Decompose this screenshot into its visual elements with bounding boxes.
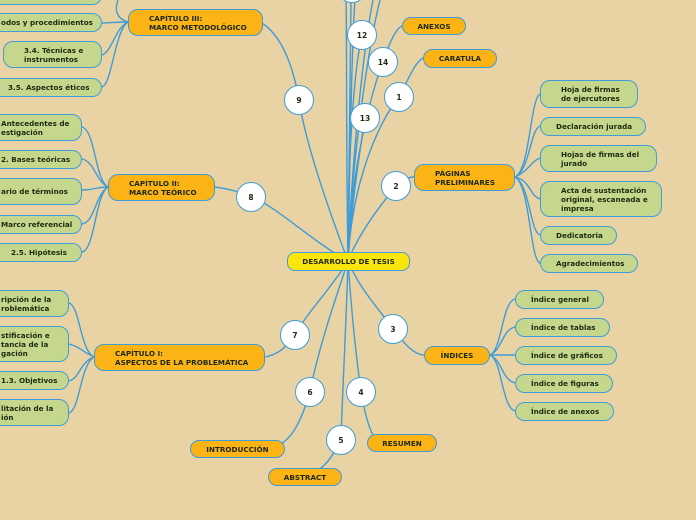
- subtopic-delimitacion[interactable]: litación de la ión: [0, 399, 69, 426]
- subtopic-descripcion-problematica[interactable]: ripción de la roblemática: [0, 290, 69, 317]
- topic-caratula[interactable]: CARATULA: [423, 49, 497, 68]
- subtopic-glosario-terminos[interactable]: ario de términos: [0, 178, 82, 205]
- topic-capitulo-2[interactable]: CAPÍTULO II: MARCO TEÓRICO: [108, 174, 215, 201]
- edge-center-9: [298, 99, 349, 262]
- subtopic-antecedentes[interactable]: Antecedentes de estigación: [0, 114, 82, 141]
- topic-indices[interactable]: ÍNDICES: [424, 346, 490, 365]
- edge-center-6: [309, 260, 349, 393]
- subtopic-indice-anexos[interactable]: Índice de anexos: [515, 402, 614, 421]
- number-badge-13[interactable]: 13: [350, 103, 380, 133]
- number-badge-2[interactable]: 2: [381, 171, 411, 201]
- number-badge-6[interactable]: 6: [295, 377, 325, 407]
- number-badge-8[interactable]: 8: [236, 182, 266, 212]
- topic-anexos[interactable]: ANEXOS: [402, 17, 466, 35]
- subtopic-declaracion-jurada[interactable]: Declaración jurada: [540, 117, 646, 136]
- number-badge-5[interactable]: 5: [326, 425, 356, 455]
- subtopic-objetivos[interactable]: 1.3. Objetivos: [0, 371, 69, 390]
- subtopic-hojas-firmas-jurado[interactable]: Hojas de firmas del jurado: [540, 145, 657, 172]
- subtopic-partial-top[interactable]: [0, 0, 102, 5]
- topic-abstract[interactable]: ABSTRACT: [268, 468, 342, 486]
- topic-capitulo-3[interactable]: CAPÍTULO III: MARCO METODOLÓGICO: [128, 9, 263, 36]
- subtopic-dedicatoria[interactable]: Dedicatoria: [540, 226, 617, 245]
- number-badge-14[interactable]: 14: [368, 47, 398, 77]
- topic-resumen[interactable]: RESUMEN: [367, 434, 437, 452]
- edge-center-up-c: [347, 0, 356, 262]
- subtopic-tecnicas-instrumentos[interactable]: 3.4. Técnicas e instrumentos: [3, 41, 102, 68]
- topic-capitulo-1[interactable]: CAPÍTULO I: ASPECTOS DE LA PROBLEMÁTICA: [94, 344, 265, 371]
- number-badge-7[interactable]: 7: [280, 320, 310, 350]
- subtopic-justificacion[interactable]: stificación e tancia de la gación: [0, 326, 69, 362]
- subtopic-aspectos-eticos[interactable]: 3.5. Aspectos éticos: [0, 78, 102, 97]
- edge-center-4: [347, 260, 362, 393]
- subtopic-indice-graficos[interactable]: Índice de gráficos: [515, 346, 617, 365]
- subtopic-acta-sustentacion[interactable]: Acta de sustentación original, escaneada…: [540, 181, 662, 217]
- topic-introduccion[interactable]: INTRODUCCIÓN: [190, 440, 285, 458]
- subtopic-indice-tablas[interactable]: Índice de tablas: [515, 318, 610, 337]
- center-node[interactable]: DESARROLLO DE TESIS: [287, 252, 410, 271]
- number-badge-12[interactable]: 12: [347, 20, 377, 50]
- subtopic-bases-teoricas[interactable]: 2. Bases teóricas: [0, 150, 82, 169]
- subtopic-agradecimientos[interactable]: Agradecimientos: [540, 254, 638, 273]
- subtopic-hoja-firmas-ejecutores[interactable]: Hoja de firmas de ejercutores: [540, 80, 638, 108]
- number-badge-1[interactable]: 1: [384, 82, 414, 112]
- subtopic-indice-general[interactable]: Índice general: [515, 290, 604, 309]
- subtopic-marco-referencial[interactable]: Marco referencial: [0, 215, 82, 234]
- subtopic-hipotesis[interactable]: 2.5. Hipótesis: [0, 243, 82, 262]
- number-badge-9[interactable]: 9: [284, 85, 314, 115]
- number-badge-4[interactable]: 4: [346, 377, 376, 407]
- edge-center-up-a: [345, 0, 349, 262]
- subtopic-metodos-procedimientos[interactable]: odos y procedimientos: [0, 13, 102, 32]
- subtopic-indice-figuras[interactable]: Índice de figuras: [515, 374, 613, 393]
- number-badge-3[interactable]: 3: [378, 314, 408, 344]
- edge-center-5: [340, 260, 349, 441]
- topic-paginas-preliminares[interactable]: PÁGINAS PRELIMINARES: [414, 164, 515, 191]
